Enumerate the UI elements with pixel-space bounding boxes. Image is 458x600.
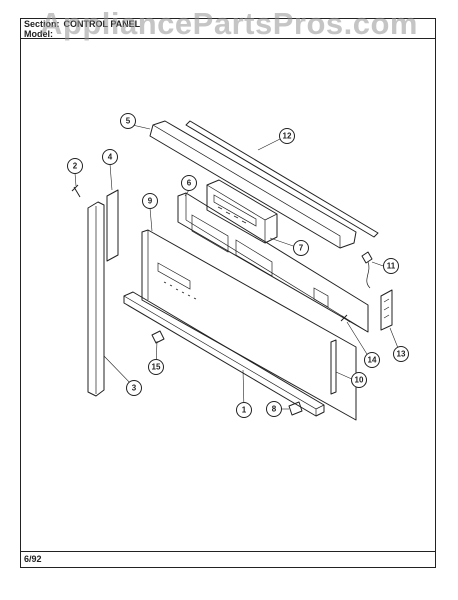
part-12-strip <box>185 120 379 238</box>
svg-text:11: 11 <box>387 262 396 271</box>
footer-divider <box>20 551 436 552</box>
svg-text:4: 4 <box>108 153 113 162</box>
callouts: 5 12 2 4 6 9 7 11 13 14 10 3 15 1 8 <box>67 113 409 418</box>
section-label: Section: <box>24 19 60 29</box>
part-2-screw <box>71 184 81 198</box>
callout-12: 12 <box>279 128 295 144</box>
part-8-switch <box>288 401 303 416</box>
part-3-side-bracket <box>87 201 105 397</box>
callout-4: 4 <box>102 149 118 165</box>
callout-3: 3 <box>126 380 142 396</box>
leader-lines <box>74 123 401 410</box>
part-13-terminal-block <box>380 289 393 331</box>
part-4-small-bracket <box>106 189 119 262</box>
svg-text:12: 12 <box>283 132 292 141</box>
callout-14: 14 <box>364 352 380 368</box>
footer-date: 6/92 <box>24 554 42 564</box>
callout-11: 11 <box>383 258 399 274</box>
callout-15: 15 <box>148 359 164 375</box>
part-1-bottom-trim <box>123 291 325 417</box>
svg-text:5: 5 <box>126 117 131 126</box>
part-15-clip <box>151 330 165 344</box>
page-frame <box>20 18 436 568</box>
svg-text:8: 8 <box>272 405 277 414</box>
model-label: Model: <box>24 29 53 39</box>
svg-text:7: 7 <box>299 244 304 253</box>
callout-2: 2 <box>67 158 83 174</box>
svg-text:15: 15 <box>152 363 161 372</box>
callout-8: 8 <box>266 401 282 417</box>
section-line: Section:CONTROL PANEL <box>24 19 140 29</box>
svg-text:14: 14 <box>368 356 377 365</box>
svg-text:9: 9 <box>148 197 153 206</box>
callout-13: 13 <box>393 346 409 362</box>
part-6-bracket-frame <box>177 192 369 333</box>
svg-text:10: 10 <box>355 376 364 385</box>
part-7-control-module <box>206 179 278 244</box>
callout-1: 1 <box>236 402 252 418</box>
part-14-screw <box>340 314 351 323</box>
callout-9: 9 <box>142 193 158 209</box>
section-value: CONTROL PANEL <box>63 19 141 29</box>
svg-text:13: 13 <box>397 350 406 359</box>
header-divider <box>20 38 436 39</box>
svg-text:2: 2 <box>73 162 78 171</box>
part-5-top-trim <box>149 120 357 249</box>
callout-7: 7 <box>293 240 309 256</box>
svg-text:6: 6 <box>187 179 192 188</box>
callout-10: 10 <box>351 372 367 388</box>
model-line: Model: <box>24 29 57 39</box>
svg-text:3: 3 <box>132 384 137 393</box>
callout-6: 6 <box>181 175 197 191</box>
part-11-wire-harness <box>361 251 373 289</box>
svg-text:1: 1 <box>242 406 247 415</box>
callout-5: 5 <box>120 113 136 129</box>
part-10-side-strip <box>330 339 337 395</box>
